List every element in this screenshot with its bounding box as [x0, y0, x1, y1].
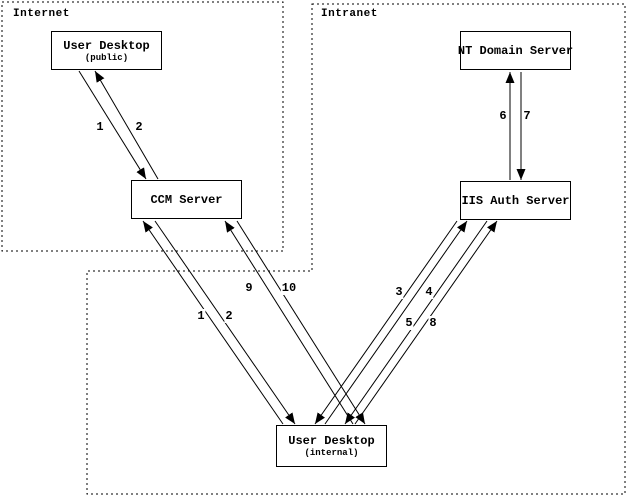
node-subtitle: (internal)	[304, 448, 359, 458]
step-label-8: 8	[428, 316, 438, 330]
step-label-6: 6	[498, 109, 508, 123]
node-user-desktop-internal: User Desktop (internal)	[276, 425, 387, 467]
arrow-step3-iis-to-internal-desktop	[314, 220, 458, 425]
node-title: IIS Auth Server	[461, 193, 570, 208]
step-label-10: 10	[280, 281, 298, 295]
step-label-2-internal: 2	[224, 309, 234, 323]
step-label-3: 3	[394, 285, 404, 299]
internet-zone-label: Internet	[13, 8, 70, 20]
node-iis-auth-server: IIS Auth Server	[460, 181, 571, 220]
node-title: CCM Server	[150, 192, 223, 207]
arrow-step9-internal-desktop-to-ccm	[224, 220, 354, 425]
intranet-zone-border	[86, 3, 626, 495]
node-user-desktop-public: User Desktop (public)	[51, 31, 162, 70]
arrow-step1-public-desktop-to-ccm	[78, 70, 147, 180]
node-ccm-server: CCM Server	[131, 180, 242, 219]
arrow-step4-internal-desktop-to-iis	[324, 220, 468, 425]
intranet-zone-label: Intranet	[321, 8, 378, 20]
arrow-step2-ccm-to-public-desktop	[94, 70, 159, 180]
node-title: NT Domain Server	[457, 43, 574, 58]
step-label-7: 7	[522, 109, 532, 123]
node-title: User Desktop	[63, 38, 150, 53]
step-label-1-public: 1	[95, 120, 105, 134]
node-nt-domain-server: NT Domain Server	[457, 31, 574, 70]
step-label-1-internal: 1	[196, 309, 206, 323]
arrow-step1-internal-desktop-to-ccm	[142, 220, 284, 425]
internet-zone-border	[1, 1, 284, 252]
arrow-step8-internal-desktop-to-iis	[354, 220, 498, 425]
step-label-4: 4	[424, 285, 434, 299]
arrow-step10-ccm-to-internal-desktop	[236, 220, 366, 425]
step-label-9: 9	[244, 281, 254, 295]
step-label-2-public: 2	[134, 120, 144, 134]
arrow-step5-iis-to-internal-desktop	[344, 220, 488, 425]
node-subtitle: (public)	[84, 52, 129, 63]
step-label-5: 5	[404, 316, 414, 330]
node-title: User Desktop	[288, 434, 375, 448]
